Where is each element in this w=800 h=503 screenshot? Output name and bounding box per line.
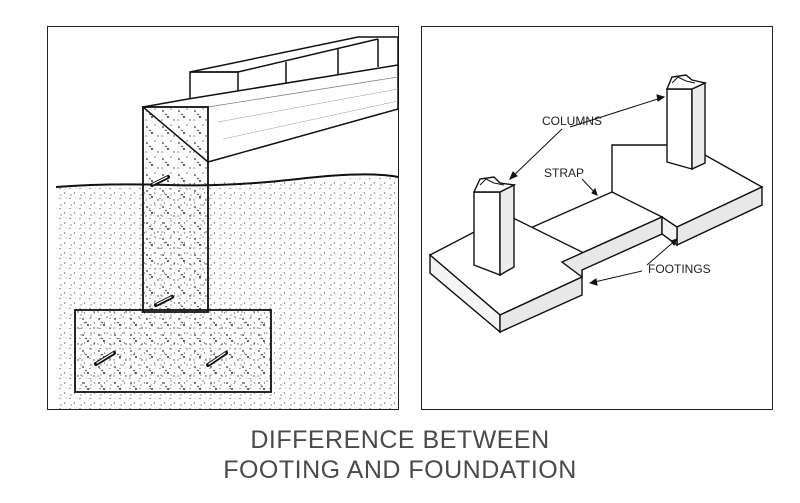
left-column <box>473 191 501 277</box>
strap-label: STRAP <box>544 166 584 180</box>
columns-label: COLUMNS <box>542 114 602 128</box>
leader-lines <box>509 94 678 286</box>
strap-footing-diagram: COLUMNS STRAP FOOTINGS <box>428 74 764 334</box>
strap-footing-panel: COLUMNS STRAP FOOTINGS <box>421 26 773 410</box>
foundation-illustration <box>55 36 399 411</box>
caption-line-2: FOOTING AND FOUNDATION <box>223 456 577 484</box>
right-column <box>666 88 693 170</box>
caption-line-1: DIFFERENCE BETWEEN <box>250 426 550 454</box>
ground-line <box>55 173 399 188</box>
footings-label: FOOTINGS <box>648 262 711 276</box>
footing <box>74 309 272 393</box>
foundation-wall <box>142 106 209 313</box>
foundation-illustration-panel <box>47 26 399 411</box>
